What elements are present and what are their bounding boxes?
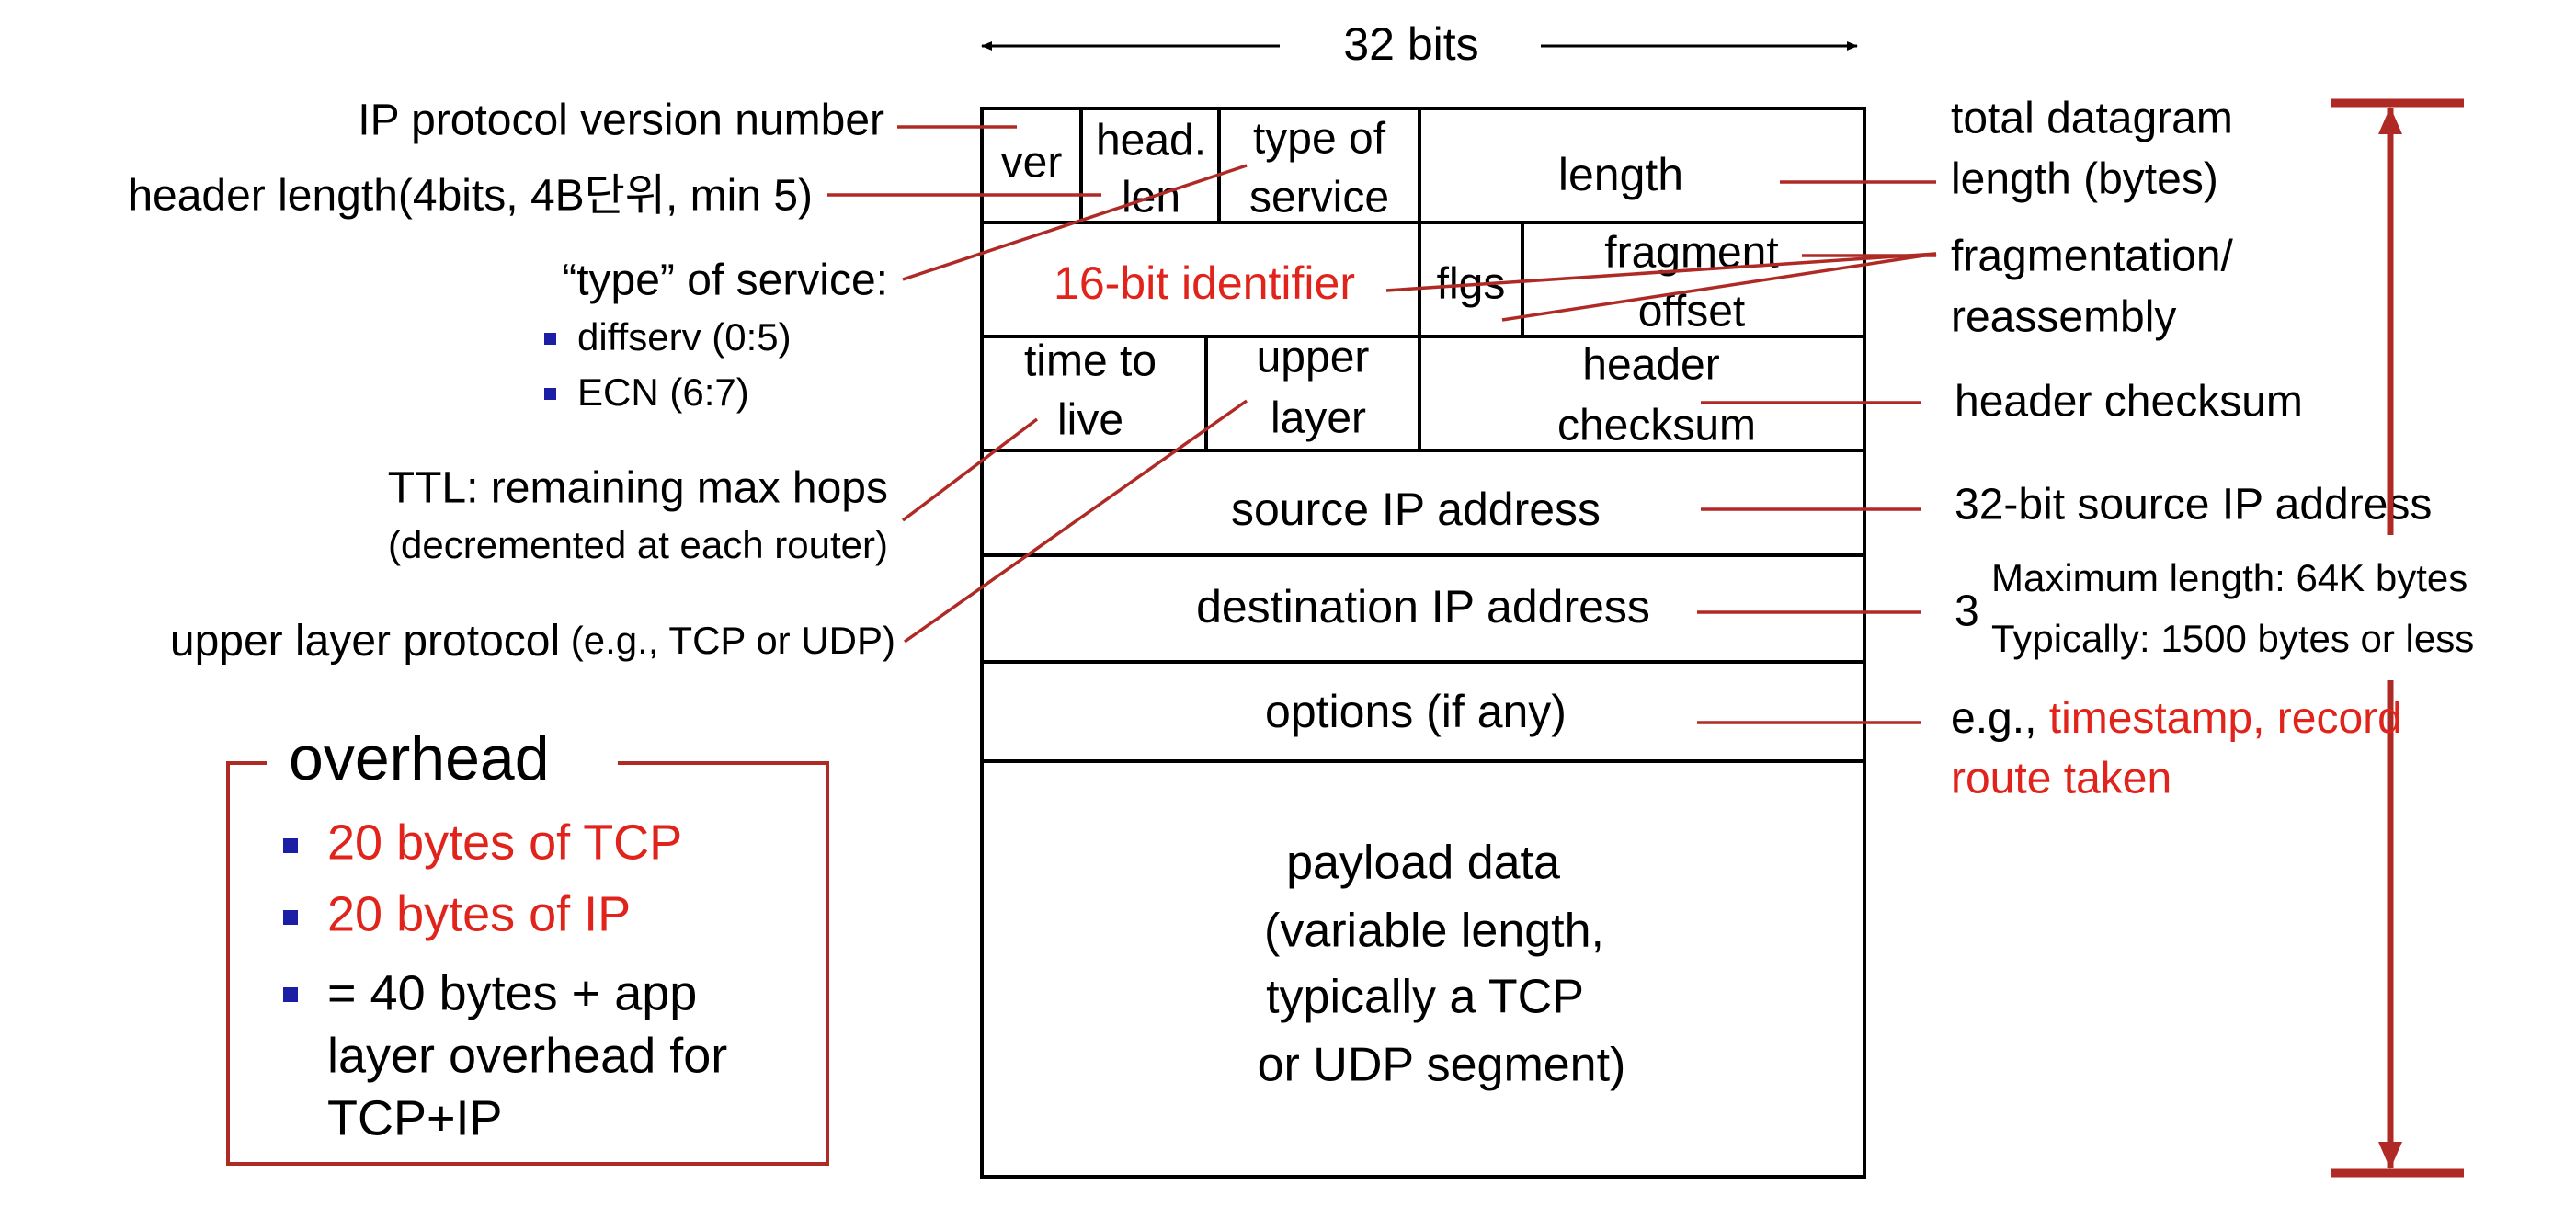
overhead-item-total-line2: layer overhead for [327, 1028, 727, 1083]
field-type-of-service-line1: type of [1253, 115, 1386, 164]
field-header-checksum-line1: header [1582, 341, 1719, 390]
label-header-checksum: header checksum [1955, 378, 2303, 427]
overhead-item-total-line3: TCP+IP [327, 1090, 503, 1145]
field-header-checksum-line2: checksum [1557, 402, 1756, 450]
field-destination-ip: destination IP address [1196, 581, 1650, 632]
leader-line-identifier [1385, 252, 1937, 292]
bullet-icon [544, 388, 556, 400]
max-length-box [1986, 542, 2572, 673]
field-options: options (if any) [1265, 686, 1567, 737]
field-ttl-line1: time to [1024, 337, 1157, 386]
label-ttl-line1: TTL: remaining max hops [388, 464, 888, 513]
bullet-icon [544, 333, 556, 345]
field-identifier: 16-bit identifier [1054, 257, 1355, 309]
label-options-red-2: route taken [1951, 755, 2171, 803]
label-ttl-line2: (decremented at each router) [388, 523, 888, 566]
field-payload-line1: payload data [1286, 837, 1560, 890]
datagram-length-indicator [2331, 98, 2464, 1178]
label-upper-layer: upper layer protocol (e.g., TCP or UDP) [170, 617, 895, 666]
leader-line-flags [1501, 252, 1937, 322]
field-payload-line2: (variable length, [1264, 905, 1604, 958]
field-upper-layer-line2: layer [1271, 394, 1366, 443]
label-ecn: ECN (6:7) [577, 370, 749, 414]
label-options-red-1: timestamp, record [2049, 694, 2402, 743]
label-source-address: 32-bit source IP address [1955, 481, 2432, 530]
label-total-length-line2: length (bytes) [1951, 155, 2218, 204]
label-total-length-line1: total datagram [1951, 95, 2233, 143]
overhead-item-ip: 20 bytes of IP [327, 886, 631, 941]
label-typical-length: Typically: 1500 bytes or less [1991, 617, 2474, 660]
overhead-box-border [226, 761, 829, 1166]
leader-line-ttl [901, 417, 1039, 522]
field-upper-layer-line1: upper [1257, 334, 1370, 382]
label-upper-layer-example: (e.g., TCP or UDP) [560, 619, 895, 662]
leader-line-upper-layer [903, 399, 1248, 644]
field-header-length-line1: head. [1096, 117, 1206, 165]
leader-line-type-of-service [902, 164, 1248, 281]
bullet-icon [283, 910, 298, 925]
field-payload-line3: typically a TCP [1266, 971, 1584, 1024]
field-fragment-offset-line2: offset [1638, 288, 1746, 336]
overhead-item-total-line1: = 40 bytes + app [327, 965, 697, 1020]
label-type-of-service: “type” of service: [562, 256, 888, 305]
overhead-box: overhead 20 bytes of TCP 20 bytes of IP … [226, 723, 829, 1166]
label-max-length: Maximum length: 64K bytes [1991, 556, 2468, 599]
overhead-item-tcp: 20 bytes of TCP [327, 815, 682, 870]
field-source-ip: source IP address [1231, 484, 1601, 535]
label-fragmentation-line2: reassembly [1951, 293, 2176, 342]
label-options-prefix: e.g., [1951, 694, 2049, 743]
bullet-icon [283, 838, 298, 853]
field-length: length [1558, 149, 1683, 200]
field-payload-line4: or UDP segment) [1258, 1039, 1626, 1092]
label-version: IP protocol version number [358, 97, 884, 145]
field-version: ver [1001, 139, 1063, 188]
overhead-title: overhead [289, 723, 550, 793]
label-header-length: header length(4bits, 4B단위, min 5) [128, 172, 813, 221]
label-destination-partial: 3 [1955, 587, 1979, 636]
bullet-icon [283, 987, 298, 1002]
label-upper-layer-main: upper layer protocol [170, 617, 560, 666]
bit-width-label: 32 bits [1343, 18, 1478, 70]
label-fragmentation-line1: fragmentation/ [1951, 233, 2234, 281]
field-type-of-service-line2: service [1249, 174, 1389, 222]
label-options-example: e.g., timestamp, record [1951, 694, 2402, 743]
label-diffserv: diffserv (0:5) [577, 315, 792, 359]
field-ttl-line2: live [1057, 396, 1123, 445]
